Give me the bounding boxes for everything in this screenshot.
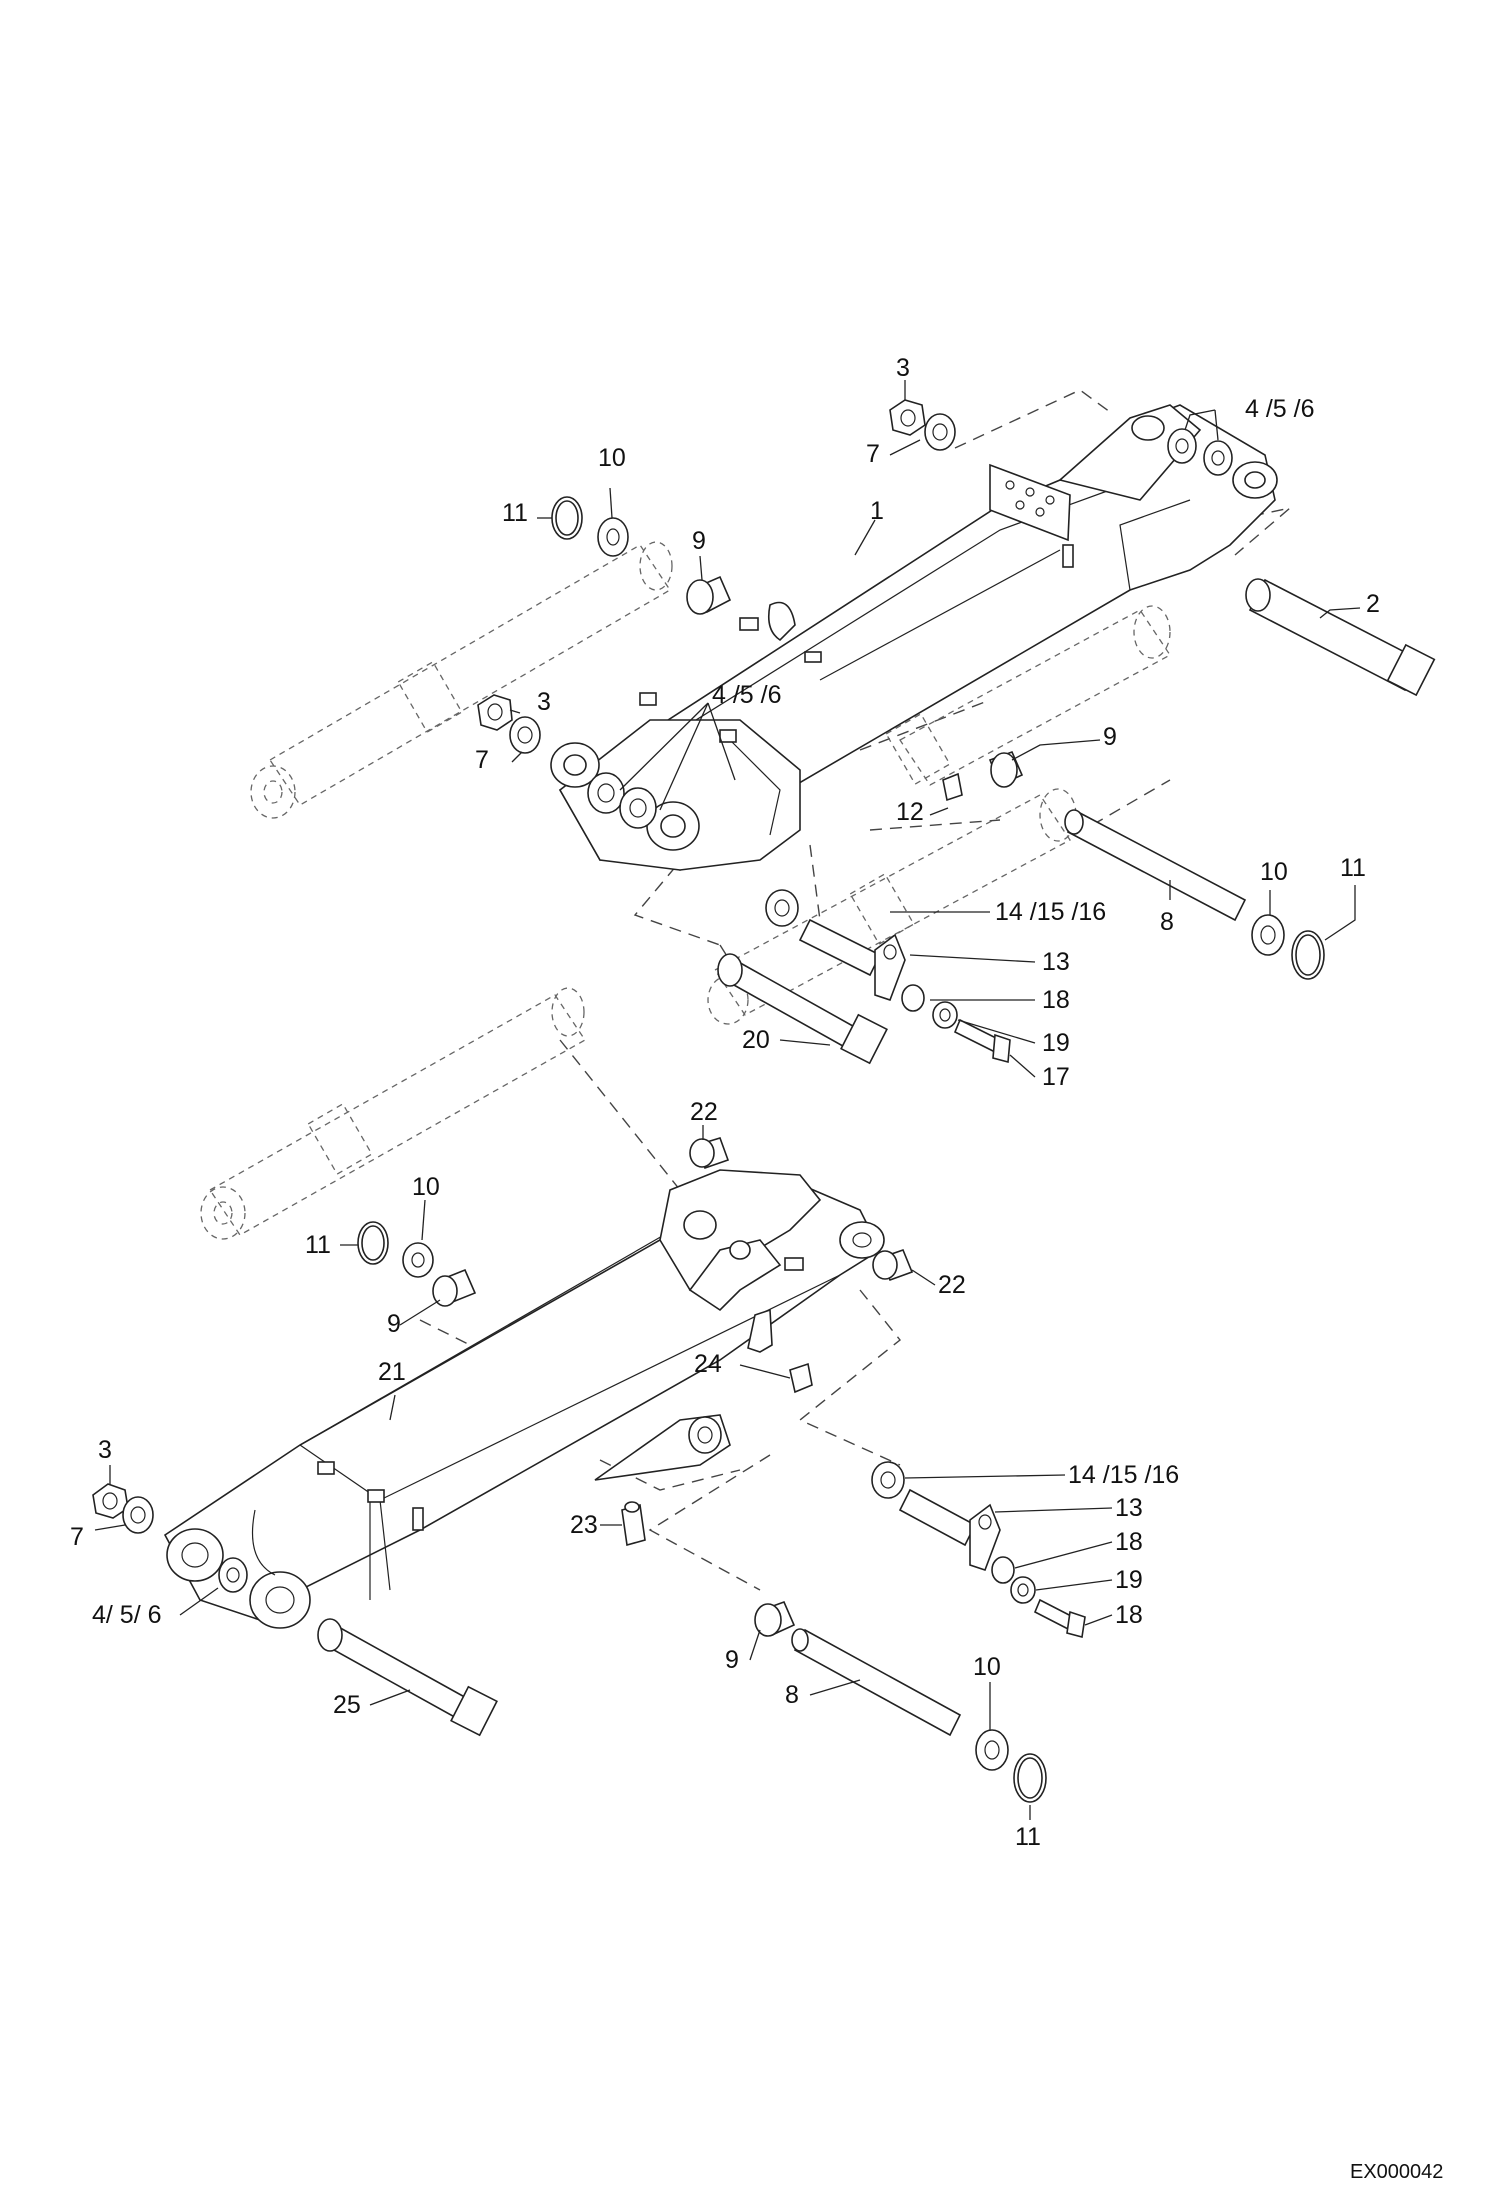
label-upper-7-mid: 7 bbox=[475, 746, 489, 774]
label-lower-141516: 14 /15 /16 bbox=[1068, 1461, 1179, 1489]
label-lower-19: 19 bbox=[1115, 1566, 1143, 1594]
label-upper-11-right: 11 bbox=[1340, 854, 1366, 882]
label-upper-456-top: 4 /5 /6 bbox=[1245, 395, 1315, 423]
upper-nut-part-3-mid bbox=[477, 694, 541, 754]
label-lower-11-bottom: 11 bbox=[1015, 1823, 1041, 1851]
label-upper-7-top: 7 bbox=[866, 440, 880, 468]
upper-part-labels: 3 7 4 /5 /6 10 11 1 9 2 3 7 4 /5 /6 9 12… bbox=[475, 354, 1380, 1091]
label-upper-13: 13 bbox=[1042, 948, 1070, 976]
label-upper-17: 17 bbox=[1042, 1063, 1070, 1091]
upper-lower-lug-parts bbox=[587, 772, 657, 829]
boom-arm-part-1 bbox=[550, 404, 1278, 871]
label-lower-10: 10 bbox=[412, 1173, 440, 1201]
label-upper-20: 20 bbox=[742, 1026, 770, 1054]
upper-right-cylinder-phantom bbox=[885, 605, 1171, 786]
lower-bushings-part-22 bbox=[689, 1137, 914, 1282]
upper-assembly: 3 7 4 /5 /6 10 11 1 9 2 3 7 4 /5 /6 9 12… bbox=[250, 354, 1436, 1091]
label-upper-9-right: 9 bbox=[1103, 723, 1117, 751]
upper-link-parts bbox=[765, 889, 1011, 1064]
upper-bushing-part-9 bbox=[686, 575, 732, 615]
label-lower-24: 24 bbox=[694, 1350, 722, 1378]
label-lower-13: 13 bbox=[1115, 1494, 1143, 1522]
label-lower-7: 7 bbox=[70, 1523, 84, 1551]
upper-shims-part-456-top bbox=[1167, 428, 1233, 476]
lower-assembly: 22 10 11 22 9 21 24 3 7 14 /15 /16 13 23… bbox=[70, 987, 1179, 1851]
lower-link-parts bbox=[871, 1461, 1086, 1639]
label-lower-9-top: 9 bbox=[387, 1310, 401, 1338]
label-upper-2: 2 bbox=[1366, 590, 1380, 618]
lower-shim-part-456 bbox=[218, 1557, 248, 1593]
label-lower-22-right: 22 bbox=[938, 1271, 966, 1299]
label-lower-9-bottom: 9 bbox=[725, 1646, 739, 1674]
lower-clip-part-24 bbox=[747, 1308, 813, 1394]
label-lower-11: 11 bbox=[305, 1231, 331, 1259]
label-lower-456: 4/ 5/ 6 bbox=[92, 1601, 162, 1629]
label-lower-25: 25 bbox=[333, 1691, 361, 1719]
label-upper-456-mid: 4 /5 /6 bbox=[712, 681, 782, 709]
label-upper-9-top: 9 bbox=[692, 527, 706, 555]
label-lower-3: 3 bbox=[98, 1436, 112, 1464]
label-upper-8: 8 bbox=[1160, 908, 1174, 936]
label-lower-18-bottom: 18 bbox=[1115, 1601, 1143, 1629]
label-upper-19: 19 bbox=[1042, 1029, 1070, 1057]
lower-cylinder-phantom bbox=[200, 987, 586, 1240]
label-upper-3-top: 3 bbox=[896, 354, 910, 382]
lower-part-labels: 22 10 11 22 9 21 24 3 7 14 /15 /16 13 23… bbox=[70, 1098, 1179, 1851]
upper-washer-circlip-left bbox=[551, 496, 629, 557]
label-upper-11-left: 11 bbox=[502, 499, 528, 527]
stick-arm-part-21 bbox=[163, 1169, 885, 1629]
lower-pin-part-8 bbox=[754, 1600, 1047, 1803]
label-upper-10-right: 10 bbox=[1260, 858, 1288, 886]
lower-nut-part-3 bbox=[92, 1483, 154, 1534]
label-upper-10-left: 10 bbox=[598, 444, 626, 472]
label-lower-8: 8 bbox=[785, 1681, 799, 1709]
label-lower-23: 23 bbox=[570, 1511, 598, 1539]
label-upper-3-mid: 3 bbox=[537, 688, 551, 716]
label-lower-18-top: 18 bbox=[1115, 1528, 1143, 1556]
label-lower-10-bottom: 10 bbox=[973, 1653, 1001, 1681]
upper-left-cylinder-phantom bbox=[250, 541, 673, 819]
label-upper-18: 18 bbox=[1042, 986, 1070, 1014]
upper-bushing-part-9-right bbox=[942, 750, 1024, 802]
label-upper-141516: 14 /15 /16 bbox=[995, 898, 1106, 926]
lower-grease-fitting-part-23 bbox=[621, 1501, 646, 1547]
upper-pin-part-8 bbox=[1064, 809, 1325, 980]
label-upper-12: 12 bbox=[896, 798, 924, 826]
label-lower-21: 21 bbox=[378, 1358, 406, 1386]
lower-pin-part-25 bbox=[317, 1618, 498, 1737]
upper-pin-part-2 bbox=[1245, 578, 1436, 697]
drawing-reference-code: EX000042 bbox=[1350, 2161, 1443, 2183]
upper-pin-part-20 bbox=[717, 953, 888, 1065]
upper-leader-lines bbox=[509, 380, 1361, 1078]
lower-leader-lines bbox=[94, 1125, 1113, 1820]
upper-nut-part-3-top bbox=[889, 399, 956, 451]
label-upper-1: 1 bbox=[870, 497, 884, 525]
label-lower-22-top: 22 bbox=[690, 1098, 718, 1126]
lower-washer-circlip-left bbox=[357, 1221, 477, 1307]
